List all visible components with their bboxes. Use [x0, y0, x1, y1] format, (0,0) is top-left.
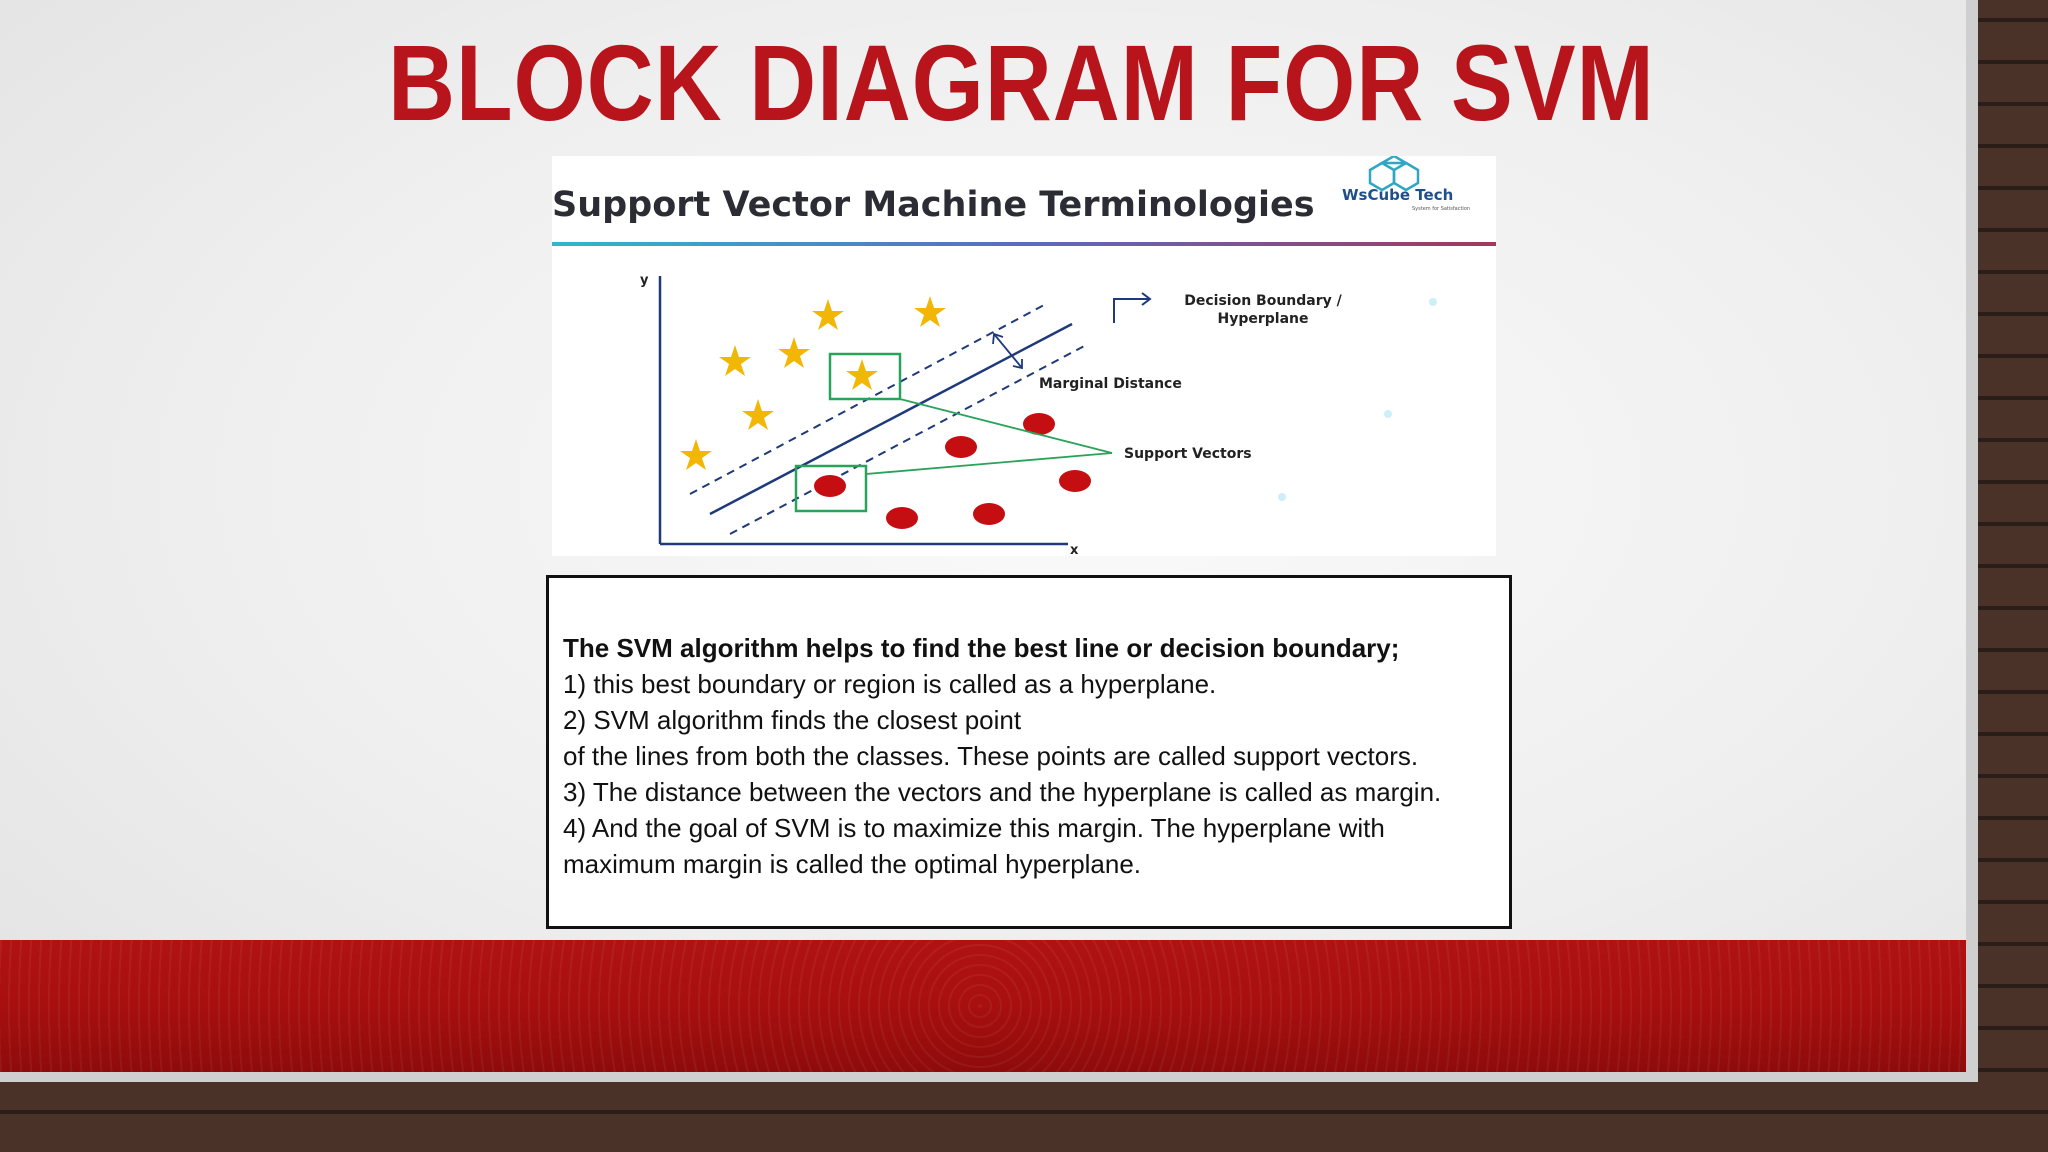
figure-heading: Support Vector Machine Terminologies	[552, 185, 1315, 225]
explanation-line: maximum margin is called the optimal hyp…	[563, 849, 1142, 879]
decorative-speck	[1429, 298, 1437, 306]
label-decision-boundary: Decision Boundary /	[1184, 293, 1342, 309]
circle-point	[945, 436, 977, 458]
support-vector-box-star	[828, 352, 902, 401]
decorative-speck	[1384, 410, 1392, 418]
support-vector-pointers	[865, 398, 1113, 475]
star-point	[719, 345, 751, 376]
star-point	[914, 296, 946, 327]
explanation-line: 2) SVM algorithm finds the closest point	[563, 705, 1022, 735]
logo-text: WsCube Tech	[1342, 186, 1453, 204]
svm-diagram: Support Vector Machine Terminologies WsC…	[552, 156, 1496, 556]
x-axis-label: x	[1070, 543, 1079, 556]
label-marginal-distance: Marginal Distance	[1039, 376, 1182, 392]
decision-boundary-arrow	[1113, 292, 1152, 323]
explanation-line: 3) The distance between the vectors and …	[563, 777, 1442, 807]
explanation-lead: The SVM algorithm helps to find the best…	[563, 633, 1400, 663]
red-footer-band	[0, 940, 1966, 1072]
circle-point	[814, 475, 846, 497]
star-point	[812, 299, 844, 330]
explanation-line: 1) this best boundary or region is calle…	[563, 669, 1217, 699]
circle-point	[973, 503, 1005, 525]
label-support-vectors: Support Vectors	[1124, 446, 1252, 462]
logo-tagline: System for Satisfaction	[1412, 206, 1470, 212]
explanation-line: 4) And the goal of SVM is to maximize th…	[563, 813, 1385, 843]
star-point	[778, 337, 810, 368]
star-point	[680, 439, 712, 470]
wscube-logo: WsCube Tech System for Satisfaction	[1342, 156, 1470, 212]
heading-underline	[552, 242, 1496, 246]
star-point	[846, 359, 878, 390]
support-vector-box-circle	[794, 464, 868, 513]
slide-title: BLOCK DIAGRAM FOR SVM	[387, 22, 1655, 143]
circle-point	[1023, 413, 1055, 435]
explanation-textbox: The SVM algorithm helps to find the best…	[546, 575, 1512, 929]
circle-point	[1059, 470, 1091, 492]
star-points	[680, 296, 946, 470]
decorative-speck	[1278, 493, 1286, 501]
explanation-line: of the lines from both the classes. Thes…	[563, 741, 1419, 771]
star-point	[742, 399, 774, 430]
label-hyperplane: Hyperplane	[1218, 311, 1309, 327]
margin-line-lower	[729, 343, 1089, 535]
circle-points	[814, 413, 1091, 529]
svm-terminology-figure: Support Vector Machine Terminologies WsC…	[552, 156, 1496, 556]
circle-point	[886, 507, 918, 529]
margin-arrow	[992, 332, 1023, 370]
y-axis-label: y	[640, 273, 649, 288]
